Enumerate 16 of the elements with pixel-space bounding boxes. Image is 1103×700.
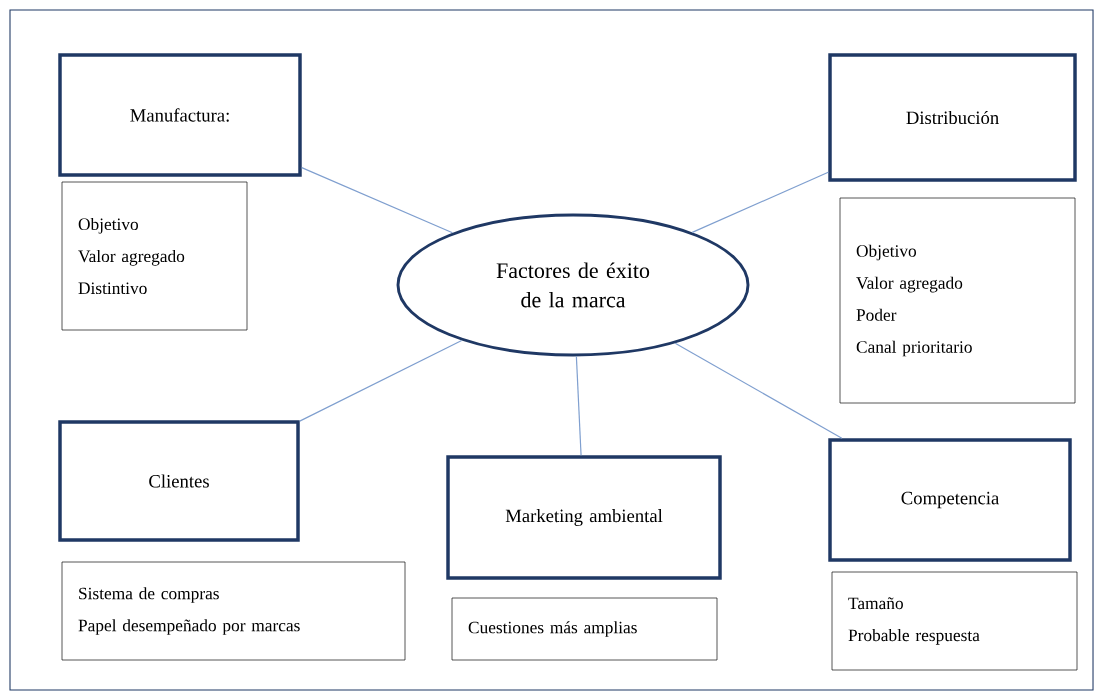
connector-line bbox=[301, 167, 454, 234]
list-box: Cuestiones más amplias bbox=[451, 597, 718, 661]
heading-box: Manufactura: bbox=[58, 53, 302, 177]
list-box: Tamaño Probable respuesta bbox=[831, 571, 1078, 671]
ellipse-node: Factores de éxito de la marca bbox=[396, 213, 750, 357]
connector-line bbox=[299, 339, 463, 422]
heading-box: Marketing ambiental bbox=[446, 455, 722, 580]
heading-box: Clientes bbox=[58, 420, 300, 542]
list-box: Sistema de compras Papel desempeñado por marcas bbox=[61, 561, 406, 661]
heading-box: Competencia bbox=[828, 438, 1072, 562]
connector-line bbox=[575, 355, 582, 456]
connector-line bbox=[691, 171, 829, 233]
heading-box: Distribución bbox=[828, 53, 1077, 182]
list-box: Objetivo Valor agregado Poder Canal prioritario bbox=[839, 197, 1076, 404]
list-box: Objetivo Valor agregado Distintivo bbox=[61, 181, 248, 331]
connector-line bbox=[674, 342, 843, 439]
